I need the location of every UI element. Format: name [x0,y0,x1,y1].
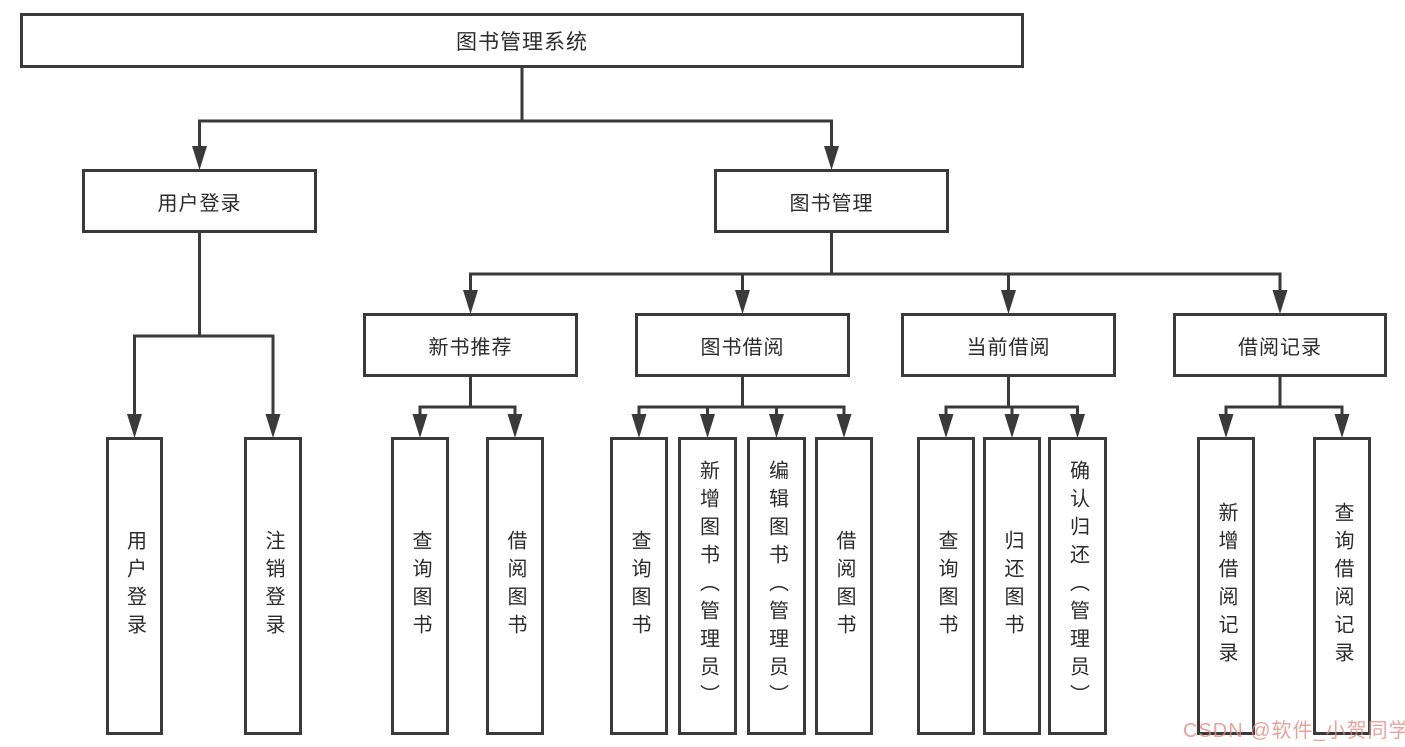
node-cb-query-books: 查询图书 [917,437,975,735]
node-label: 用户登录 [157,192,242,215]
node-book-borrow: 图书借阅 [635,313,850,377]
node-label: 当前借阅 [966,336,1051,359]
connector-current-borrow [938,375,1085,438]
node-label: 新增图书（管理员） [696,460,719,712]
node-label: 查询图书 [628,530,650,642]
node-label: 图书借阅 [700,336,785,359]
node-bb-edit-books: 编辑图书（管理员） [747,437,806,735]
node-label: 新书推荐 [428,336,513,359]
node-bb-query-books: 查询图书 [610,437,668,735]
node-new-book-rec: 新书推荐 [363,313,578,377]
connector-user-login [127,231,281,438]
node-root: 图书管理系统 [20,13,1024,68]
node-label: 查询借阅记录 [1331,502,1353,670]
node-label: 查询图书 [409,530,431,642]
node-label: 图书管理 [789,192,874,215]
node-label: 注销登录 [262,530,284,642]
node-label: 借阅图书 [833,530,855,642]
node-user-login: 用户登录 [82,169,317,233]
node-bb-borrow-books: 借阅图书 [815,437,873,735]
node-label: 图书管理系统 [456,30,588,54]
node-book-mgmt: 图书管理 [714,169,949,233]
connector-new-book-rec [412,375,523,438]
node-label: 确认归还（管理员） [1066,460,1089,712]
node-label: 编辑图书（管理员） [765,460,788,712]
node-borrow-records: 借阅记录 [1173,313,1387,377]
node-ul-user-login: 用户登录 [106,437,163,735]
connector-book-mgmt [463,231,1288,314]
node-cb-return-books: 归还图书 [983,437,1041,735]
node-br-add-record: 新增借阅记录 [1197,437,1255,735]
node-label: 新增借阅记录 [1215,502,1237,670]
node-bb-add-books: 新增图书（管理员） [678,437,737,735]
connector-root [192,66,839,170]
node-label: 借阅图书 [504,530,526,642]
node-nbr-borrow-books: 借阅图书 [486,437,544,735]
connector-borrow-records [1218,375,1350,438]
connector-book-borrow [631,375,852,438]
node-label: 查询图书 [935,530,957,642]
node-nbr-query-books: 查询图书 [391,437,449,735]
node-label: 借阅记录 [1238,336,1322,359]
node-cb-confirm-return: 确认归还（管理员） [1048,437,1107,735]
node-label: 归还图书 [1001,530,1023,642]
node-ul-logout: 注销登录 [244,437,302,735]
node-current-borrow: 当前借阅 [901,313,1116,377]
node-label: 用户登录 [123,530,146,642]
node-br-query-record: 查询借阅记录 [1313,437,1371,735]
